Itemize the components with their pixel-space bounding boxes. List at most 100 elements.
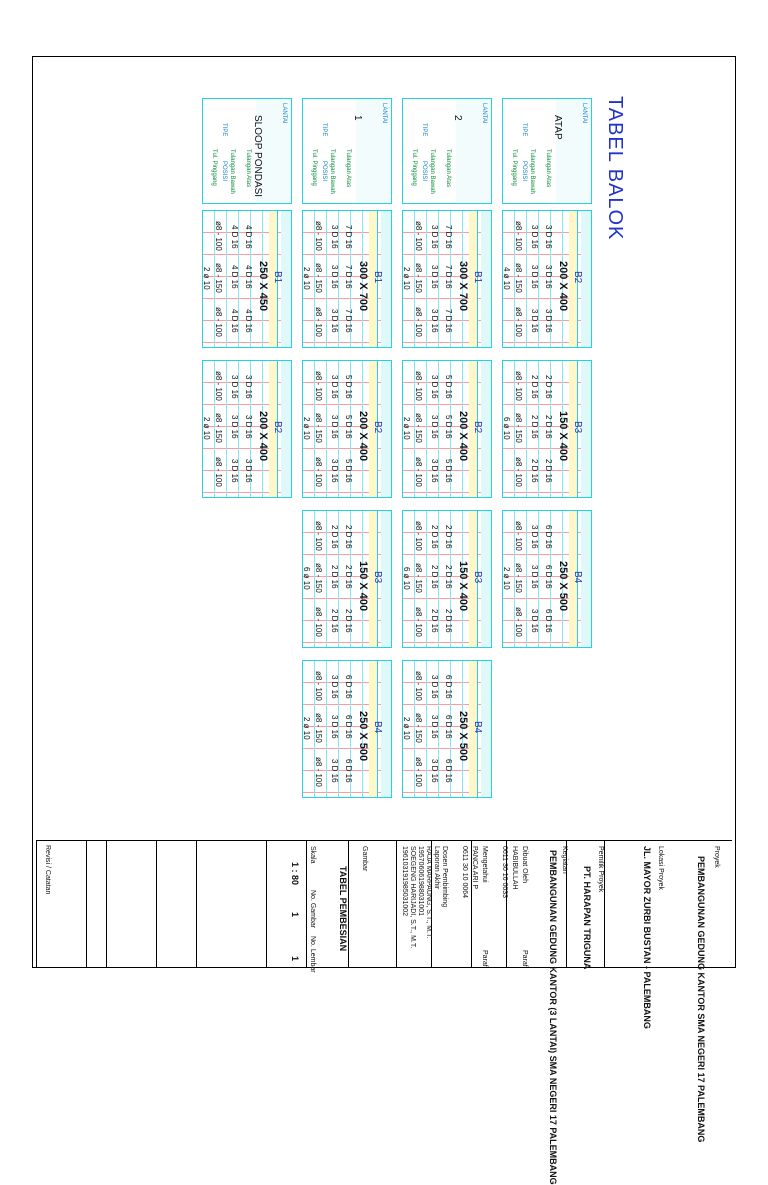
bottom-rebar-end-2: 4 D 16 — [230, 309, 239, 333]
laporan-label: Laporan Akhir — [433, 846, 440, 890]
bottom-rebar-end: 3 D 16 — [430, 225, 439, 249]
stirrup-mid: ø8 - 150 — [414, 263, 423, 293]
tb-cell-revisi: Revisi / Catatan — [36, 841, 57, 967]
floor-header-4: LANTAI TIPE POSISI SLOOP PONDASI Tulanga… — [202, 98, 292, 204]
beam-table-l1-b1: B1 300 X 700 7 D 16 7 D 16 7 D 16 3 D 16… — [302, 210, 392, 348]
row-tag-pinggang: Tul. Pinggang — [211, 149, 217, 186]
tipe-label: TIPE — [421, 123, 427, 137]
bottom-rebar-mid: 2 D 16 — [430, 565, 439, 589]
stirrup-end-2: ø8 - 100 — [314, 757, 323, 787]
side-rebar: 2 ø 10 — [402, 267, 411, 290]
no-lembar-label: No. Lembar — [309, 936, 316, 973]
side-rebar: 2 ø 10 — [202, 267, 211, 290]
stirrup-end: ø8 - 100 — [414, 371, 423, 401]
bottom-rebar-end: 3 D 16 — [430, 375, 439, 399]
bottom-rebar-end: 3 D 16 — [330, 375, 339, 399]
top-rebar-end-2: 5 D 16 — [444, 459, 453, 483]
beam-code: B1 — [372, 271, 383, 284]
dibuat-name: HABIBULLAH — [511, 846, 518, 890]
bottom-rebar-end: 3 D 16 — [530, 525, 539, 549]
beam-code: B1 — [272, 271, 283, 284]
stirrup-mid: ø8 - 150 — [314, 413, 323, 443]
bottom-rebar-end-2: 2 D 16 — [530, 459, 539, 483]
floor-label: SLOOP PONDASI — [252, 115, 263, 198]
beam-table-atap-b4: B4 250 X 500 6 D 16 6 D 16 6 D 16 3 D 16… — [502, 510, 592, 648]
table-title: TABEL BALOK — [604, 96, 626, 241]
stirrup-end-2: ø8 - 100 — [414, 757, 423, 787]
beam-dimension: 150 X 400 — [457, 561, 469, 612]
side-rebar: 2 ø 10 — [302, 717, 311, 740]
mengetahui-name: PANCA ARI P — [471, 846, 478, 890]
stirrup-end-2: ø8 - 100 — [214, 307, 223, 337]
dosen-label: Dosen Pembimbing — [441, 846, 448, 908]
lantai-label: LANTAI — [481, 103, 487, 124]
bottom-rebar-end-2: 3 D 16 — [430, 309, 439, 333]
pemilik-name: PT. HARAPAN TRIGUNA — [582, 866, 592, 970]
top-rebar-end-2: 3 D 16 — [544, 309, 553, 333]
beam-table-l1-b3: B3 150 X 400 2 D 16 2 D 16 2 D 16 2 D 16… — [302, 510, 392, 648]
stirrup-end: ø8 - 100 — [314, 671, 323, 701]
top-rebar-end-2: 6 D 16 — [444, 759, 453, 783]
top-rebar-end: 6 D 16 — [344, 675, 353, 699]
top-rebar-mid: 5 D 16 — [344, 415, 353, 439]
floor-label: 1 — [352, 115, 363, 121]
stirrup-end: ø8 - 100 — [514, 521, 523, 551]
beam-dimension: 250 X 450 — [257, 261, 269, 312]
mengetahui-label: Mengetahui — [481, 846, 488, 883]
bottom-rebar-mid: 3 D 16 — [330, 265, 339, 289]
stirrup-end-2: ø8 - 100 — [514, 607, 523, 637]
bottom-rebar-end-2: 3 D 16 — [330, 309, 339, 333]
proyek-label: Proyek — [713, 846, 720, 868]
stirrup-end-2: ø8 - 100 — [314, 607, 323, 637]
stirrup-end-2: ø8 - 100 — [514, 307, 523, 337]
stirrup-end-2: ø8 - 100 — [314, 307, 323, 337]
bottom-rebar-mid: 3 D 16 — [430, 715, 439, 739]
row-tag-pinggang: Tul. Pinggang — [311, 149, 317, 186]
side-rebar: 6 ø 10 — [302, 567, 311, 590]
drawing-sheet-border — [32, 56, 736, 968]
lokasi-name: JL. MAYOR ZURBI BUSTAN - PALEMBANG — [642, 846, 652, 1029]
floor-header-3: LANTAI TIPE POSISI 1 Tulangan Atas Tulan… — [302, 98, 392, 204]
stirrup-end: ø8 - 100 — [414, 221, 423, 251]
row-tag-bottom: Tulangan Bawah — [529, 149, 535, 194]
stirrup-mid: ø8 - 150 — [414, 413, 423, 443]
beam-dimension: 250 X 500 — [557, 561, 569, 612]
top-rebar-mid: 3 D 16 — [244, 415, 253, 439]
floor-label: 2 — [452, 115, 463, 121]
stirrup-end-2: ø8 - 100 — [314, 457, 323, 487]
beam-dimension: 200 X 400 — [257, 411, 269, 462]
top-rebar-end: 4 D 16 — [244, 225, 253, 249]
dibuat-nim: 0611 30 10 0033 — [501, 846, 508, 899]
top-rebar-mid: 7 D 16 — [344, 265, 353, 289]
beam-dimension: 300 X 700 — [457, 261, 469, 312]
beam-code: B3 — [572, 421, 583, 434]
row-tag-bottom: Tulangan Bawah — [229, 149, 235, 194]
beam-code: B4 — [372, 721, 383, 734]
beam-dimension: 200 X 400 — [557, 261, 569, 312]
bottom-rebar-end: 3 D 16 — [330, 675, 339, 699]
top-rebar-end-2: 2 D 16 — [444, 609, 453, 633]
paraf-label-2: Paraf — [481, 950, 488, 967]
bottom-rebar-end: 3 D 16 — [430, 675, 439, 699]
posisi-label: POSISI — [421, 161, 427, 182]
stirrup-mid: ø8 - 150 — [214, 413, 223, 443]
top-rebar-end: 6 D 16 — [544, 525, 553, 549]
beam-code: B3 — [472, 571, 483, 584]
lantai-label: LANTAI — [281, 103, 287, 124]
top-rebar-mid: 2 D 16 — [344, 565, 353, 589]
pemilik-label: Pemilik Proyek — [597, 846, 604, 893]
stirrup-end-2: ø8 - 100 — [414, 457, 423, 487]
beam-table-atap-b2: B2 200 X 400 3 D 16 3 D 16 3 D 16 3 D 16… — [502, 210, 592, 348]
bottom-rebar-mid: 3 D 16 — [230, 415, 239, 439]
bottom-rebar-end-2: 3 D 16 — [530, 309, 539, 333]
bottom-rebar-mid: 3 D 16 — [330, 415, 339, 439]
dosen1-nip: 195706061988031001 — [417, 846, 424, 917]
row-tag-top: Tulangan Atas — [545, 149, 551, 188]
bottom-rebar-end-2: 3 D 16 — [330, 759, 339, 783]
top-rebar-mid: 6 D 16 — [344, 715, 353, 739]
mengetahui-nim: 0611 30 10 0064 — [461, 846, 468, 899]
bottom-rebar-mid: 3 D 16 — [430, 265, 439, 289]
bottom-rebar-mid: 2 D 16 — [330, 565, 339, 589]
stirrup-end: ø8 - 100 — [414, 671, 423, 701]
row-tag-pinggang: Tul. Pinggang — [511, 149, 517, 186]
